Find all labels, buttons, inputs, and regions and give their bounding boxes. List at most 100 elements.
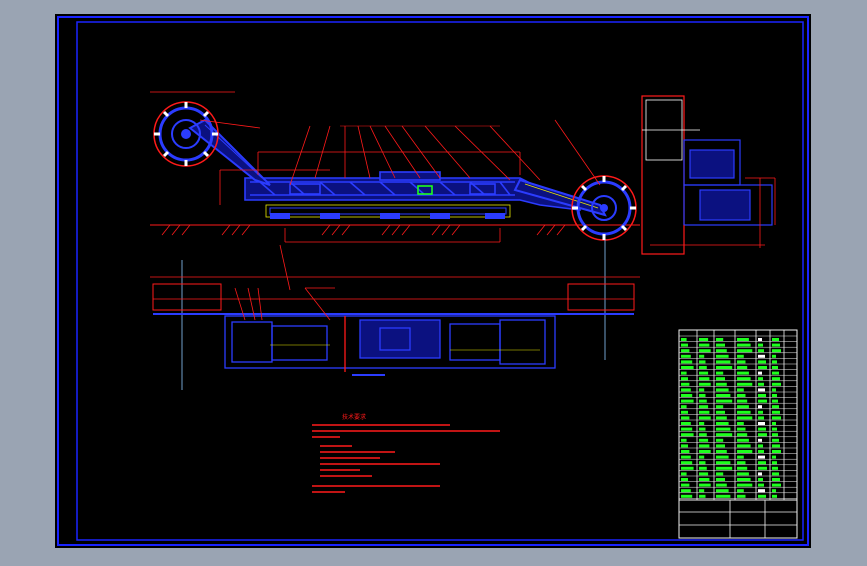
parts-list-cell — [737, 472, 749, 476]
parts-list-cell — [758, 494, 766, 498]
parts-list-cell — [758, 444, 763, 448]
side-elevation-view[interactable] — [150, 91, 640, 390]
parts-list-cell — [758, 360, 766, 364]
parts-list-cell — [737, 478, 751, 481]
parts-list-cell — [758, 450, 764, 453]
parts-list-cell — [681, 399, 694, 403]
parts-list-cell — [772, 450, 781, 453]
parts-list-cell — [758, 416, 764, 420]
parts-list-cell — [737, 494, 746, 498]
parts-list-cell — [758, 472, 762, 476]
parts-list-cell — [699, 394, 706, 397]
parts-list-cell — [758, 354, 765, 358]
parts-list-cell — [737, 416, 753, 420]
parts-list-cell — [716, 416, 727, 420]
parts-list-cell — [681, 377, 688, 381]
parts-list-cell — [681, 472, 687, 476]
parts-list-cell — [772, 455, 776, 459]
parts-list-cell — [716, 455, 729, 459]
parts-list-cell — [716, 461, 731, 465]
plan-view[interactable] — [150, 276, 640, 376]
parts-list-cell — [699, 472, 709, 476]
parts-list-cell — [699, 405, 709, 409]
parts-list-cell — [716, 422, 729, 425]
parts-list-cell — [772, 416, 781, 420]
parts-list-cell — [758, 483, 764, 487]
parts-list-cell — [716, 394, 731, 397]
parts-list-cell — [772, 478, 780, 481]
dimension-lines — [150, 91, 606, 390]
parts-list-cell — [737, 382, 753, 386]
parts-list-cell — [716, 366, 733, 369]
parts-list-cell — [699, 354, 705, 358]
parts-list-cell — [758, 427, 766, 431]
bucket-wheel-boom[interactable] — [188, 118, 271, 186]
parts-list-cell — [681, 338, 687, 341]
parts-list-cell — [699, 478, 710, 481]
parts-list-cell — [681, 366, 694, 369]
plan-main-frame[interactable] — [224, 315, 556, 376]
parts-list-cell — [716, 433, 733, 437]
plan-bucket-wheel[interactable] — [152, 283, 222, 311]
parts-list-cell — [681, 494, 693, 498]
parts-list-cell — [758, 377, 763, 381]
parts-list-cell — [681, 461, 693, 465]
parts-list-cell — [716, 478, 725, 481]
outer-border — [57, 16, 809, 546]
parts-list-cell — [681, 444, 688, 448]
parts-list-cell — [772, 354, 776, 358]
parts-list-cell — [716, 410, 725, 414]
parts-list-cell — [737, 489, 744, 493]
plan-tail-drum[interactable] — [567, 283, 635, 311]
title-block[interactable] — [678, 329, 798, 539]
parts-list-cell — [772, 382, 781, 386]
crawler-undercarriage[interactable] — [265, 204, 511, 219]
parts-list-cell — [681, 360, 693, 364]
parts-list-cell — [772, 338, 779, 341]
parts-list-cell — [716, 354, 729, 358]
parts-list-cell — [681, 466, 694, 470]
bucket-wheel-icon[interactable] — [153, 101, 219, 167]
parts-list-cell — [772, 427, 777, 431]
parts-list-cell — [716, 466, 733, 470]
parts-list-cell — [758, 343, 763, 347]
tail-drum-icon[interactable] — [571, 175, 637, 241]
parts-list-cell — [772, 489, 776, 493]
parts-list-cell — [758, 405, 762, 409]
parts-list-cell — [716, 450, 727, 453]
end-view[interactable] — [641, 95, 776, 255]
parts-list-cell — [737, 354, 744, 358]
parts-list-cell — [681, 450, 690, 453]
parts-list-cell — [737, 466, 748, 470]
parts-list-cell — [716, 349, 727, 353]
parts-list-cell — [716, 377, 725, 381]
parts-list-cell — [716, 489, 729, 493]
parts-list-cell — [716, 399, 733, 403]
parts-list-cell — [681, 489, 691, 493]
parts-list-cell — [772, 366, 778, 369]
parts-list-cell — [772, 422, 776, 425]
parts-list-cell — [758, 466, 767, 470]
parts-list-cell — [681, 382, 690, 386]
parts-list-cell — [737, 450, 753, 453]
parts-list-cell — [772, 377, 780, 381]
parts-list-cell — [716, 444, 725, 448]
parts-list-cell — [758, 455, 765, 459]
parts-list-cell — [681, 427, 693, 431]
parts-list-cell — [772, 444, 780, 448]
parts-list-cell — [681, 433, 694, 437]
parts-list-cell — [758, 338, 762, 341]
parts-list-cell — [699, 388, 705, 392]
parts-list-cell — [681, 354, 691, 358]
parts-list-cell — [758, 349, 764, 353]
parts-list-cell — [758, 461, 766, 465]
parts-list-cell — [699, 338, 709, 341]
parts-list-cell — [737, 338, 749, 341]
parts-list-cell — [772, 410, 780, 414]
parts-list-cell — [699, 427, 706, 431]
parts-list-cell — [758, 388, 765, 392]
parts-list-cell — [758, 433, 767, 437]
parts-list-cell — [681, 349, 690, 353]
parts-list-cell — [737, 388, 744, 392]
